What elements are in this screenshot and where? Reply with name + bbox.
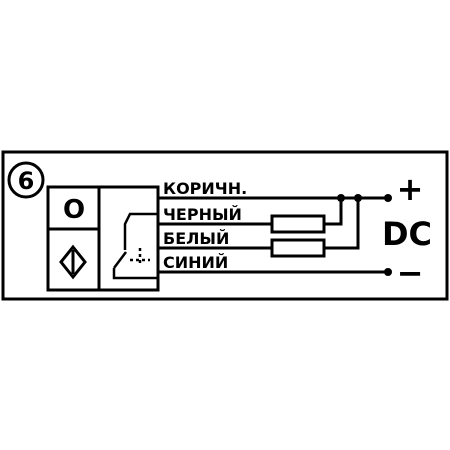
- supply-plus-label: +: [397, 170, 424, 208]
- sensor-type-label: O: [63, 195, 85, 225]
- switch-contact-symbol: [112, 212, 158, 280]
- load-resistor-1: [270, 214, 326, 234]
- wire-label-brown: КОРИЧН.: [163, 179, 247, 198]
- supply-minus-label: −: [397, 254, 424, 292]
- resistor-connections: [324, 198, 360, 250]
- wire-label-white: БЕЛЫЙ: [163, 229, 229, 248]
- diagram-number: 6: [18, 167, 35, 195]
- diagram-frame: [1, 150, 449, 301]
- wire-label-black: ЧЕРНЫЙ: [163, 205, 242, 224]
- wire-label-blue: СИНИЙ: [163, 253, 228, 272]
- inductive-sensor-symbol: [59, 244, 87, 280]
- load-resistor-2: [270, 238, 326, 258]
- junction-dots: [337, 194, 392, 276]
- wire-lines: [158, 196, 388, 274]
- supply-type-label: DC: [382, 215, 432, 253]
- sensor-body: [46, 185, 160, 292]
- diagram-number-badge: 6: [7, 161, 45, 199]
